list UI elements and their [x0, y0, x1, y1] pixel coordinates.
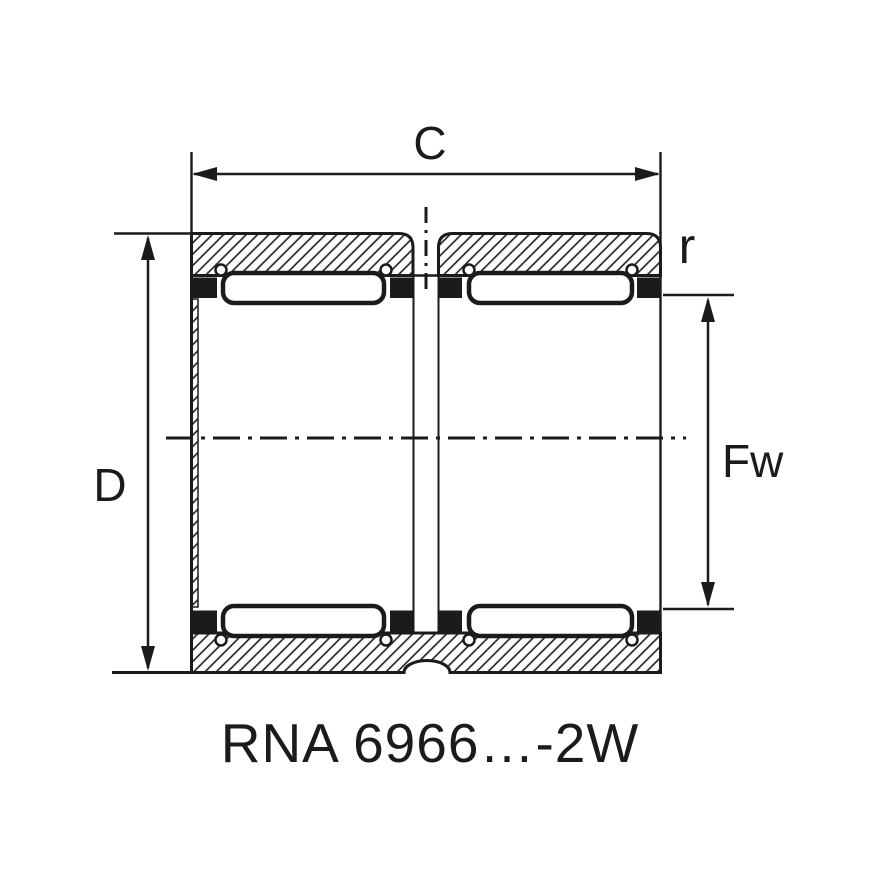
dimension-c: C	[190, 117, 662, 234]
cage-block-bottom-3	[439, 610, 462, 632]
outer-ring-top-left-section	[190, 232, 415, 277]
d-label: D	[93, 459, 126, 511]
c-arrow-left-icon	[192, 167, 217, 181]
needle-roller-top-right	[466, 270, 635, 306]
needle-roller-bottom-right	[466, 603, 635, 639]
d-arrow-up-icon	[141, 235, 155, 260]
cage-block-bottom-1	[193, 610, 217, 632]
cage-rivet-top-3	[462, 263, 476, 277]
fw-arrow-down-icon	[701, 582, 715, 607]
cage-rivet-top-1	[214, 263, 228, 277]
cage-block-top-2	[390, 277, 413, 298]
part-number-label: RNA 6966…-2W	[221, 712, 640, 774]
cage-rivet-bottom-1	[214, 633, 228, 647]
cage-block-top-4	[637, 277, 660, 298]
dimension-fw: Fw	[663, 293, 784, 611]
needle-roller-bottom-left	[220, 603, 387, 639]
cage-rivet-top-2	[379, 263, 393, 277]
corner-radius-label: r	[679, 218, 696, 274]
cage-rivet-bottom-4	[625, 633, 639, 647]
cage-rivet-bottom-2	[379, 633, 393, 647]
c-label: C	[413, 117, 446, 169]
outer-ring-bottom-section	[190, 631, 662, 674]
dimension-d: D	[93, 232, 192, 674]
fw-label: Fw	[722, 435, 784, 487]
cage-block-top-1	[193, 277, 217, 298]
fw-arrow-up-icon	[701, 297, 715, 322]
needle-roller-top-left	[220, 270, 387, 306]
outer-ring-top-right-section	[437, 232, 662, 277]
cage-block-top-3	[439, 277, 462, 298]
cage-block-bottom-4	[637, 610, 660, 632]
c-arrow-right-icon	[635, 167, 660, 181]
cage-rivet-top-4	[625, 263, 639, 277]
cage-rivet-bottom-3	[462, 633, 476, 647]
cage-block-bottom-2	[390, 610, 413, 632]
d-arrow-down-icon	[141, 646, 155, 671]
